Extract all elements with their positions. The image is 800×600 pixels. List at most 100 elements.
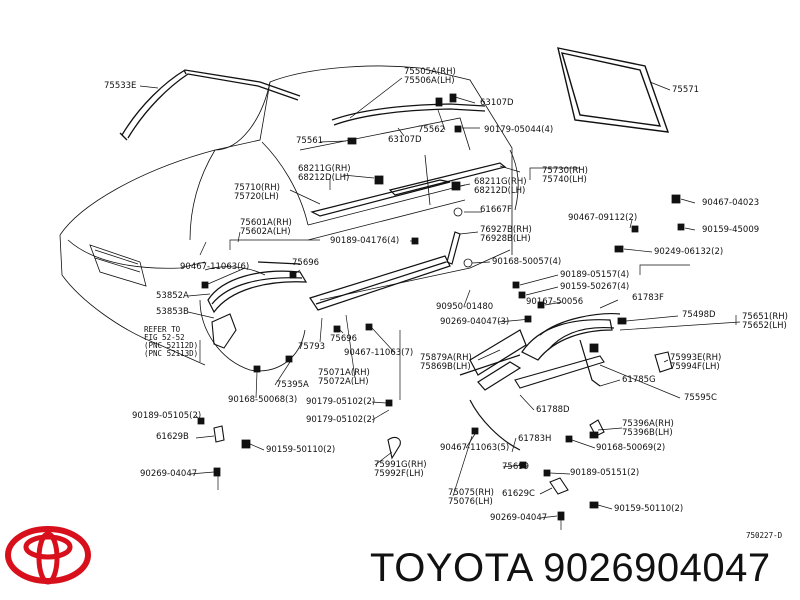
label-90168-50068: 90168-50068(3) bbox=[228, 395, 298, 405]
label-75601A: 75601A(RH) bbox=[240, 218, 292, 228]
front-fender-flare bbox=[207, 261, 308, 314]
fasteners bbox=[197, 93, 685, 521]
vehicle-body-outline bbox=[59, 65, 519, 372]
rear-door-molding bbox=[459, 329, 527, 451]
label-90179-05044: 90179-05044(4) bbox=[484, 125, 554, 135]
label-75396B: 75396B(LH) bbox=[622, 428, 673, 438]
group-brackets bbox=[199, 167, 737, 362]
label-75651: 75651(RH) bbox=[742, 312, 788, 322]
windshield-molding bbox=[119, 69, 301, 141]
label-61629C: 61629C bbox=[502, 489, 535, 499]
front-door-molding bbox=[309, 255, 451, 311]
label-75869B: 75869B(LH) bbox=[420, 362, 471, 372]
label-75696-b: 75696 bbox=[330, 334, 358, 344]
label-75498D: 75498D bbox=[682, 310, 716, 320]
label-61629B: 61629B bbox=[156, 432, 189, 442]
label-90189-04176: 90189-04176(4) bbox=[330, 236, 400, 246]
side-weatherstrip bbox=[446, 231, 461, 265]
label-90189-05151: 90189-05151(2) bbox=[570, 468, 640, 478]
label-90467-04023: 90467-04023 bbox=[702, 198, 760, 208]
toyota-logo bbox=[5, 526, 91, 585]
brand-part-number-title: TOYOTA 9026904047 bbox=[370, 546, 771, 590]
label-68211G-b: 68211G(RH) bbox=[474, 177, 527, 187]
label-63107D-b: 63107D bbox=[388, 135, 422, 145]
label-75072A: 75072A(LH) bbox=[318, 377, 369, 387]
label-90167-50056: 90167-50056 bbox=[526, 297, 584, 307]
label-90189-05105: 90189-05105(2) bbox=[132, 411, 202, 421]
label-75506A: 75506A(LH) bbox=[404, 76, 455, 86]
label-75992F: 75992F(LH) bbox=[374, 469, 424, 479]
diagram-code: 750227-D bbox=[746, 531, 783, 540]
belt-moldings bbox=[310, 162, 507, 217]
label-75710: 75710(RH) bbox=[234, 183, 280, 193]
label-76928B: 76928B(LH) bbox=[480, 234, 531, 244]
label-90467-11063-7: 90467-11063(7) bbox=[344, 348, 414, 358]
label-90159-50110-a: 90159-50110(2) bbox=[266, 445, 336, 455]
label-75395A: 75395A bbox=[276, 380, 309, 390]
label-90168-50069: 90168-50069(2) bbox=[596, 443, 666, 453]
label-61667F: 61667F bbox=[480, 205, 512, 215]
mud-flap-61629C bbox=[549, 477, 569, 495]
label-90269-04047-a: 90269-04047 bbox=[140, 469, 198, 479]
label-90249-06132: 90249-06132(2) bbox=[654, 247, 724, 257]
label-90159-50267: 90159-50267(4) bbox=[560, 282, 630, 292]
label-75505A: 75505A(RH) bbox=[404, 67, 456, 77]
label-90467-09112: 90467-09112(2) bbox=[568, 213, 638, 223]
label-75699: 75699 bbox=[502, 462, 530, 472]
trim-75991G bbox=[387, 436, 401, 460]
label-75533E: 75533E bbox=[104, 81, 137, 91]
label-75994F: 75994F(LH) bbox=[670, 362, 720, 372]
label-63107D-a: 63107D bbox=[480, 98, 514, 108]
label-90179-05102-a: 90179-05102(2) bbox=[306, 397, 376, 407]
label-90269-04047-3: 90269-04047(3) bbox=[440, 317, 510, 327]
label-75993E: 75993E(RH) bbox=[670, 353, 722, 363]
label-90159-45009: 90159-45009 bbox=[702, 225, 760, 235]
label-90467-11063-6: 90467-11063(6) bbox=[180, 262, 250, 272]
label-90467-11063-5: 90467-11063(5) bbox=[440, 443, 510, 453]
label-75793: 75793 bbox=[298, 342, 326, 352]
label-61783F: 61783F bbox=[632, 293, 664, 303]
label-75652: 75652(LH) bbox=[742, 321, 787, 331]
reference-note-line-4: (PNC 52113D) bbox=[144, 349, 199, 358]
label-61783H: 61783H bbox=[518, 434, 552, 444]
back-window-weatherstrip bbox=[557, 47, 670, 133]
label-76927B: 76927B(RH) bbox=[480, 225, 532, 235]
label-61785G: 61785G bbox=[622, 375, 656, 385]
mud-flap-61629B bbox=[213, 425, 225, 443]
label-75562: 75562 bbox=[418, 125, 446, 135]
label-75696-a: 75696 bbox=[292, 258, 320, 268]
label-68212D: 68212D(LH) bbox=[298, 173, 350, 183]
reference-note-line-2: FIG 52-52 bbox=[144, 333, 185, 342]
label-75595C: 75595C bbox=[684, 393, 717, 403]
roof-molding bbox=[331, 103, 486, 126]
label-75571: 75571 bbox=[672, 85, 700, 95]
label-90159-50110-b: 90159-50110(2) bbox=[614, 504, 684, 514]
label-53852A: 53852A bbox=[156, 291, 189, 301]
label-90950-01480: 90950-01480 bbox=[436, 302, 494, 312]
label-90179-05102-b: 90179-05102(2) bbox=[306, 415, 376, 425]
label-75720: 75720(LH) bbox=[234, 192, 279, 202]
label-68211G: 68211G(RH) bbox=[298, 164, 351, 174]
label-68212D-b: 68212D(LH) bbox=[474, 186, 526, 196]
quarter-molding bbox=[514, 355, 605, 389]
label-75071A: 75071A(RH) bbox=[318, 368, 370, 378]
label-75602A: 75602A(LH) bbox=[240, 227, 291, 237]
reference-note-line-3: (PNC 52112D) bbox=[144, 341, 199, 350]
label-90168-50057: 90168-50057(4) bbox=[492, 257, 562, 267]
label-90269-04047-b: 90269-04047 bbox=[490, 513, 548, 523]
reference-note-line-1: REFER TO bbox=[144, 325, 181, 334]
label-75075: 75075(RH) bbox=[448, 488, 494, 498]
leader-lines bbox=[139, 77, 741, 530]
front-mudguard bbox=[211, 313, 237, 349]
label-75740: 75740(LH) bbox=[542, 175, 587, 185]
label-75879A: 75879A(RH) bbox=[420, 353, 472, 363]
seal-75993E bbox=[654, 351, 673, 373]
label-61788D: 61788D bbox=[536, 405, 570, 415]
label-90189-05157: 90189-05157(4) bbox=[560, 270, 630, 280]
label-75991G: 75991G(RH) bbox=[374, 460, 427, 470]
rear-fender-flare bbox=[521, 313, 621, 387]
label-53853B: 53853B bbox=[156, 307, 189, 317]
label-75396A: 75396A(RH) bbox=[622, 419, 674, 429]
label-75076: 75076(LH) bbox=[448, 497, 493, 507]
